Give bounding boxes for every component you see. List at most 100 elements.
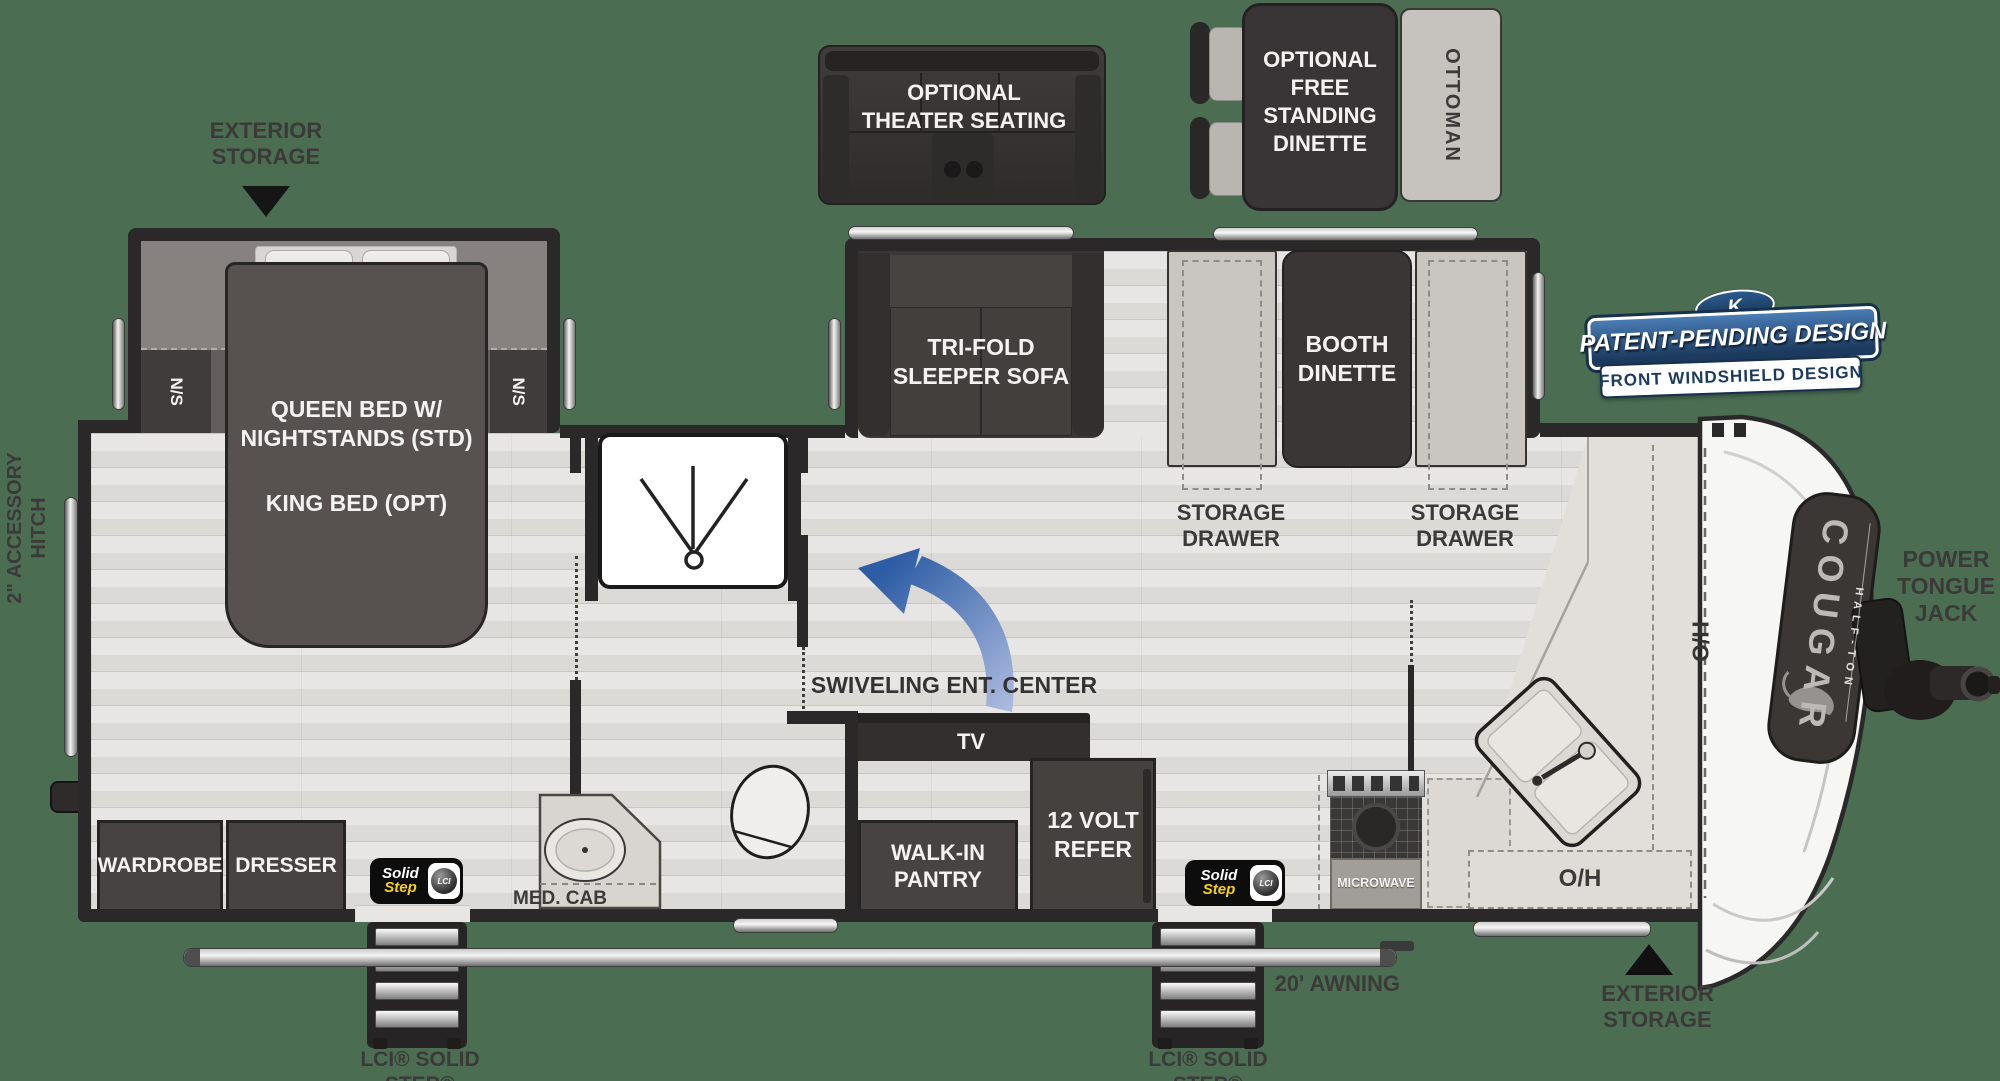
microwave-label: MICROWAVE	[1337, 876, 1415, 891]
bath-left-door-swing	[575, 556, 578, 680]
booth-table: BOOTH DINETTE	[1282, 250, 1412, 468]
living-slide-floor: TRI-FOLD SLEEPER SOFA BOOTH DINETTE	[858, 250, 1527, 490]
booth-bench-right-storage	[1428, 260, 1508, 490]
bath-right-stub-wall	[797, 425, 808, 473]
tv-unit: TV	[852, 713, 1090, 761]
kitchen-overhead-label: O/H	[1558, 865, 1602, 893]
entry-grab-handle	[733, 918, 838, 933]
dinette-line1: OPTIONAL	[1263, 47, 1377, 72]
shower-wall-right	[788, 433, 801, 601]
dinette-chair-seat	[1209, 122, 1247, 196]
storage-right-line2: DRAWER	[1416, 525, 1514, 551]
ptj-line2: TONGUE	[1897, 573, 1995, 599]
solid-step-badge-text: Solid Step	[1188, 866, 1250, 898]
awning-endcap	[184, 949, 200, 966]
theater-label: OPTIONAL THEATER SEATING	[840, 79, 1088, 134]
awning-endcap	[1380, 949, 1396, 966]
kitchen-door-swing	[1410, 600, 1413, 662]
dinette-line4: DINETTE	[1272, 131, 1368, 156]
ptj-line3: JACK	[1914, 600, 1978, 626]
solid-step-word2: Step	[384, 879, 417, 896]
burner-icon	[1352, 803, 1400, 851]
entry-steps-rear	[367, 922, 467, 1049]
sofa-line2: SLEEPER SOFA	[892, 362, 1070, 389]
cupholder-icon	[966, 161, 983, 178]
entry-door-rear-opening	[355, 905, 470, 922]
sofa-cushion	[890, 307, 981, 436]
dinette-line2: FREE	[1290, 75, 1350, 100]
med-cab-label: MED. CAB	[513, 888, 607, 909]
walk-in-pantry: WALK-IN PANTRY	[858, 820, 1018, 912]
exterior-storage-front-line2: STORAGE	[1603, 1006, 1712, 1032]
theater-seam	[825, 131, 1099, 133]
nightstand-left-label: N/S	[166, 377, 186, 406]
refer-line1: 12 VOLT	[1047, 807, 1139, 834]
rear-window	[64, 497, 78, 757]
exterior-storage-top-line2: STORAGE	[211, 143, 321, 169]
wardrobe-label: WARDROBE	[97, 853, 223, 877]
theater-line2: THEATER SEATING	[861, 107, 1067, 133]
nightstand-right-label: N/S	[509, 377, 529, 406]
dresser: DRESSER	[226, 820, 346, 912]
theater-seating: OPTIONAL THEATER SEATING	[818, 45, 1106, 205]
hitch-line2: HITCH	[28, 497, 50, 559]
solid-step-word2: Step	[1202, 881, 1236, 898]
free-standing-dinette-table: OPTIONAL FREE STANDING DINETTE	[1242, 3, 1398, 211]
ptj-line1: POWER	[1902, 546, 1990, 572]
booth-label: BOOTH DINETTE	[1284, 330, 1410, 388]
wardrobe: WARDROBE	[97, 820, 223, 912]
shower-pan	[598, 433, 788, 589]
sofa-armrest	[1072, 253, 1104, 436]
shower-wall-left	[585, 433, 598, 601]
living-slide: TRI-FOLD SLEEPER SOFA BOOTH DINETTE	[845, 238, 1540, 490]
theater-console	[932, 133, 994, 199]
bed-line3: KING BED (OPT)	[265, 490, 448, 516]
arrow-down-icon	[242, 186, 290, 217]
booth-line2: DINETTE	[1297, 359, 1397, 386]
dinette-chair-back	[1190, 117, 1210, 199]
living-slide-window-left	[848, 226, 1074, 240]
rear-wall	[78, 420, 91, 922]
ottoman: OTTOMAN	[1400, 8, 1502, 202]
theater-seam	[920, 73, 922, 131]
solid-step-badge-main: Solid Step LCI	[1185, 860, 1285, 906]
dinette-chair-seat	[1209, 27, 1247, 101]
solid-step-badge-text: Solid Step	[373, 864, 428, 896]
bed-line1: QUEEN BED W/	[270, 396, 443, 422]
solid-step-rear-label: LCI® SOLID STEP®	[360, 1048, 480, 1081]
tri-fold-sofa: TRI-FOLD SLEEPER SOFA	[858, 251, 1104, 438]
windshield-text: FRONT WINDSHIELD DESIGN	[1598, 362, 1864, 391]
hitch-line1: 2" ACCESSORY	[4, 452, 26, 604]
patent-text: PATENT-PENDING DESIGN	[1578, 317, 1887, 358]
living-slide-handle-left	[828, 318, 841, 410]
solid-step-word1: Solid	[1200, 866, 1238, 884]
bath-left-stub-wall	[570, 425, 581, 473]
rear-top-connector-wall	[78, 420, 141, 433]
storage-drawer-right-label: STORAGE DRAWER	[1388, 500, 1542, 552]
cupholder-icon	[944, 161, 961, 178]
living-slide-handle-right	[1532, 272, 1545, 400]
tv-label: TV	[956, 729, 986, 755]
sofa-armrest	[858, 253, 890, 436]
queen-bed: QUEEN BED W/ NIGHTSTANDS (STD) KING BED …	[225, 262, 488, 648]
microwave: MICROWAVE	[1330, 858, 1422, 910]
theater-armrest	[823, 75, 849, 199]
bedroom-slide-handle-left	[112, 318, 125, 410]
swivel-label: SWIVELING ENT. CENTER	[810, 672, 1098, 698]
sofa-line1: TRI-FOLD	[927, 334, 1035, 360]
storage-drawer-left-label: STORAGE DRAWER	[1155, 500, 1307, 552]
exterior-storage-front-line1: EXTERIOR	[1601, 981, 1714, 1006]
booth-line1: BOOTH	[1305, 331, 1389, 357]
bed-label: QUEEN BED W/ NIGHTSTANDS (STD) KING BED …	[228, 395, 485, 518]
booth-bench-left	[1167, 250, 1277, 467]
front-top-wall	[1540, 423, 1692, 437]
dinette-label: OPTIONAL FREE STANDING DINETTE	[1245, 46, 1395, 158]
solid-step-word1: Solid	[382, 864, 419, 882]
booth-bench-left-storage	[1182, 260, 1262, 490]
refer-edge	[1143, 769, 1151, 903]
power-tongue-jack-label: POWER TONGUE JACK	[1896, 546, 1996, 627]
front-window	[1473, 921, 1651, 937]
windshield-dashed-wall	[1690, 423, 1752, 437]
entry-door-main-opening	[1158, 905, 1272, 922]
